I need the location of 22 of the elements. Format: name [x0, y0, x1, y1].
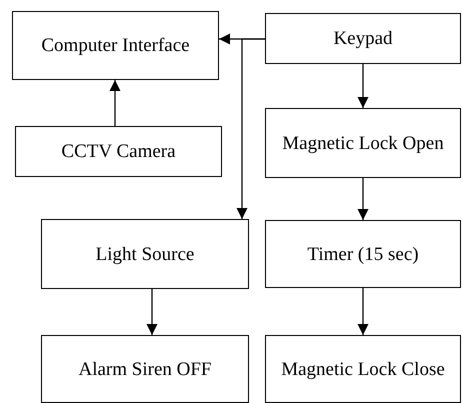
process-box	[41, 219, 249, 289]
arrow	[236, 38, 265, 219]
process-box	[15, 126, 222, 177]
arrow	[110, 80, 120, 126]
box-label: Magnetic Lock Close	[280, 358, 446, 380]
box-label: Timer (15 sec)	[306, 242, 420, 266]
process-box	[265, 335, 461, 403]
process-box	[265, 220, 461, 288]
process-box	[12, 11, 219, 80]
box-label: Alarm Siren OFF	[78, 358, 212, 380]
process-box	[41, 335, 249, 403]
box-label: Magnetic Lock Open	[281, 132, 445, 154]
process-box	[265, 13, 461, 64]
arrow	[358, 178, 368, 220]
box-label: Light Source	[94, 242, 196, 266]
box-label: Computer Interface	[40, 34, 191, 57]
process-box	[265, 108, 461, 178]
arrow	[358, 288, 368, 335]
box-label: Keypad	[332, 27, 394, 50]
box-label: CCTV Camera	[60, 140, 177, 163]
arrow	[358, 64, 368, 108]
arrow	[146, 289, 158, 335]
